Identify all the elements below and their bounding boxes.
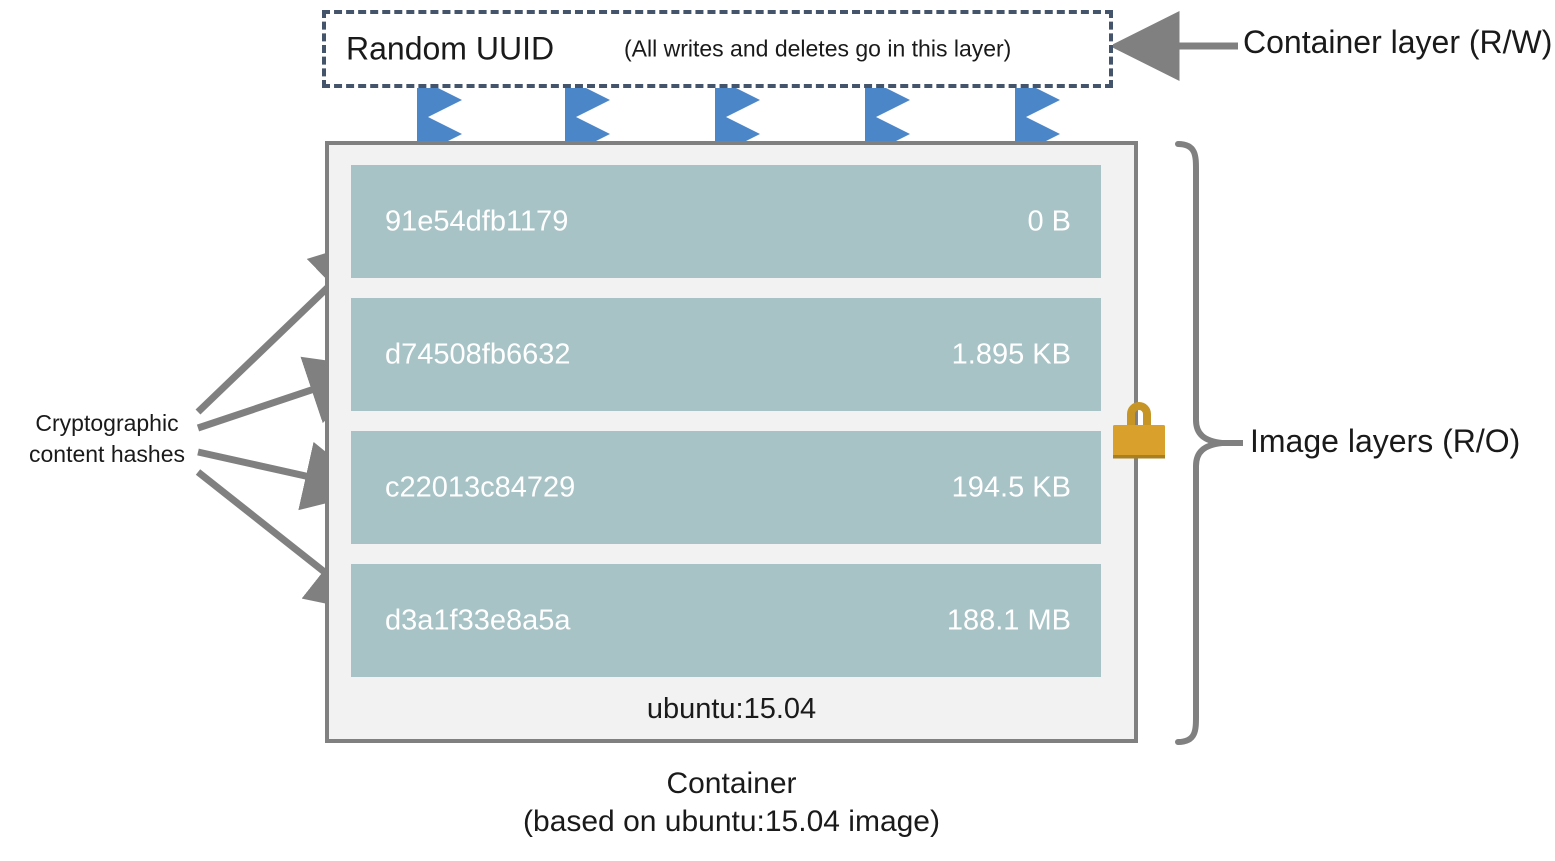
image-layer-row: 91e54dfb1179 0 B bbox=[351, 165, 1101, 278]
image-box: 91e54dfb1179 0 B d74508fb6632 1.895 KB c… bbox=[325, 141, 1138, 743]
random-uuid-label: Random UUID bbox=[346, 30, 555, 67]
hashes-annotation-line-1: Cryptographic bbox=[35, 410, 179, 436]
image-layer-row: c22013c84729 194.5 KB bbox=[351, 431, 1101, 544]
layer-size: 0 B bbox=[1027, 205, 1071, 237]
rw-arrows-group bbox=[417, 77, 1060, 157]
caption-line-2: (based on ubuntu:15.04 image) bbox=[523, 805, 940, 839]
container-layer-caption: Container layer (R/W) bbox=[1243, 24, 1553, 60]
hashes-annotation-line-2: content hashes bbox=[28, 440, 185, 467]
layer-size: 194.5 KB bbox=[951, 471, 1071, 503]
container-layer-note: (All writes and deletes go in this layer… bbox=[624, 35, 1012, 62]
layer-hash: d74508fb6632 bbox=[385, 338, 571, 370]
image-layers-caption: Image layers (R/O) bbox=[1250, 423, 1521, 459]
cryptographic-hashes-annotation: Cryptographic content hashes bbox=[14, 408, 200, 469]
layer-hash: d3a1f33e8a5a bbox=[385, 604, 571, 636]
layer-size: 188.1 MB bbox=[946, 604, 1071, 636]
layer-hash: c22013c84729 bbox=[385, 471, 576, 503]
lock-icon bbox=[1113, 402, 1165, 459]
image-layer-row: d74508fb6632 1.895 KB bbox=[351, 298, 1101, 411]
container-caption: Container (based on ubuntu:15.04 image) bbox=[325, 765, 1138, 842]
layer-size: 1.895 KB bbox=[951, 338, 1071, 370]
caption-line-1: Container bbox=[666, 767, 797, 800]
container-layer-box: Random UUID (All writes and deletes go i… bbox=[322, 10, 1113, 88]
image-layers-brace bbox=[1175, 141, 1223, 745]
image-tag-label: ubuntu:15.04 bbox=[646, 693, 817, 725]
layer-hash: 91e54dfb1179 bbox=[385, 205, 569, 237]
image-layer-row: d3a1f33e8a5a 188.1 MB bbox=[351, 564, 1101, 677]
